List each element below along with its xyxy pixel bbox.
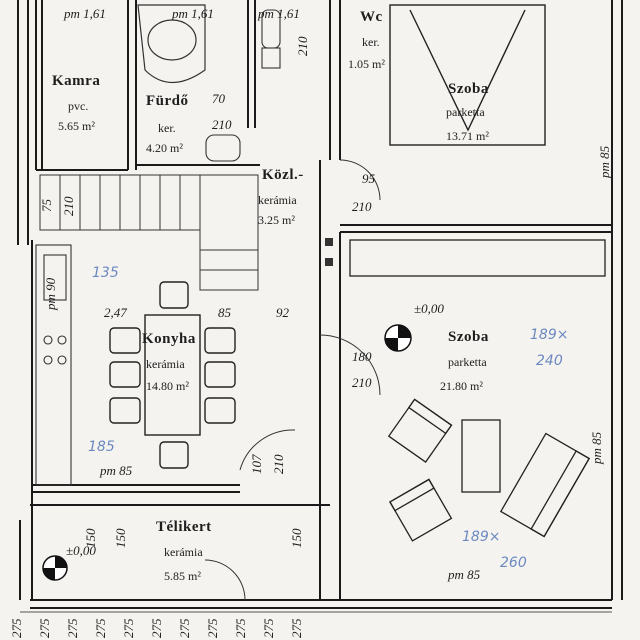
room-floor: kerámia bbox=[164, 545, 203, 559]
pm-label: pm 1,61 bbox=[258, 6, 300, 21]
pm-label: pm 1,61 bbox=[64, 6, 106, 21]
room-name-konyha: Konyha bbox=[142, 331, 196, 347]
dimension-label: 210 bbox=[61, 196, 76, 217]
vent-icon bbox=[325, 258, 333, 266]
handwritten-note: 240 bbox=[536, 353, 563, 369]
bathtub-icon bbox=[137, 4, 206, 83]
kitchen-bottom-wall bbox=[32, 484, 240, 493]
dimension-label: 75 bbox=[39, 199, 54, 212]
room-floor: kerámia bbox=[146, 357, 185, 371]
coffee-table bbox=[461, 419, 501, 493]
staircase bbox=[39, 174, 259, 291]
room-name-kamra: Kamra bbox=[52, 73, 101, 89]
room-floor: parketta bbox=[448, 355, 487, 369]
room-area: 5.65 m² bbox=[58, 119, 95, 133]
dimension-label: 210 bbox=[352, 199, 372, 214]
bottom-dimension-label: 275 bbox=[289, 618, 304, 639]
toilet-tank-icon bbox=[261, 47, 281, 69]
dimension-label: 95 bbox=[362, 171, 375, 186]
dimension-label: pm 90 bbox=[43, 277, 58, 310]
level-marker-1 bbox=[384, 324, 412, 352]
dimension-label: 107 bbox=[249, 454, 264, 475]
room-floor: ker. bbox=[158, 121, 176, 135]
dimension-label: pm 85 bbox=[589, 431, 604, 464]
bottom-dimension-label: 275 bbox=[205, 618, 220, 639]
room-floor: parketta bbox=[446, 105, 485, 119]
dimension-label: pm 85 bbox=[100, 463, 133, 478]
bottom-dimension-label: 275 bbox=[93, 618, 108, 639]
room-floor: ker. bbox=[362, 35, 380, 49]
dimension-label: 150 bbox=[289, 528, 304, 549]
room-area: 4.20 m² bbox=[146, 141, 183, 155]
room-floor: pvc. bbox=[68, 99, 89, 113]
handwritten-note: 189× bbox=[462, 529, 501, 545]
bottom-dimension-label: 275 bbox=[9, 618, 24, 639]
dimension-label: 210 bbox=[352, 375, 372, 390]
room-name-szoba: Szoba bbox=[448, 81, 489, 97]
room-area: 13.71 m² bbox=[446, 129, 489, 143]
room-area: 3.25 m² bbox=[258, 213, 295, 227]
dimension-label: 92 bbox=[276, 305, 289, 320]
bottom-dimension-label: 275 bbox=[149, 618, 164, 639]
room-name-kozl: Közl.- bbox=[262, 167, 304, 183]
handwritten-note: 260 bbox=[500, 555, 527, 571]
dimension-label: 210 bbox=[271, 454, 286, 475]
kitchen-counter bbox=[35, 244, 72, 486]
dimension-label: 85 bbox=[218, 305, 231, 320]
room1-bottom-wall bbox=[340, 224, 612, 233]
dimension-label: 2,47 bbox=[104, 305, 127, 320]
bed-icon bbox=[389, 4, 546, 146]
room-name-wc: Wc bbox=[360, 9, 383, 25]
bottom-dimension-label: 275 bbox=[121, 618, 136, 639]
bottom-dimension-label: 275 bbox=[65, 618, 80, 639]
bottom-dimension-label: 275 bbox=[261, 618, 276, 639]
bottom-outer-wall bbox=[30, 599, 612, 609]
room-floor: kerámia bbox=[258, 193, 297, 207]
room-area: 21.80 m² bbox=[440, 379, 483, 393]
dimension-label: 180 bbox=[352, 349, 372, 364]
dimension-label: pm 85 bbox=[597, 145, 612, 178]
room-name-szoba: Szoba bbox=[448, 329, 489, 345]
bottom-dimension-label: 275 bbox=[177, 618, 192, 639]
corridor-walls bbox=[319, 0, 341, 310]
kamra-walls bbox=[35, 0, 137, 170]
dining-table bbox=[109, 281, 236, 469]
left-lower-wall bbox=[19, 240, 33, 600]
handwritten-note: 135 bbox=[92, 265, 119, 281]
sink-icon bbox=[205, 134, 241, 162]
pm-label: pm 1,61 bbox=[172, 6, 214, 21]
kitchen-sink-icon bbox=[43, 254, 67, 301]
vent-icon bbox=[325, 238, 333, 246]
level-label: ±0,00 bbox=[414, 301, 444, 316]
dimension-label: pm 85 bbox=[448, 567, 481, 582]
dimension-label: 210 bbox=[295, 36, 310, 57]
left-outer-wall bbox=[17, 0, 29, 245]
room-name-telikert: Télikert bbox=[156, 519, 212, 535]
bottom-dimension-label: 275 bbox=[233, 618, 248, 639]
room-area: 14.80 m² bbox=[146, 379, 189, 393]
living-furniture bbox=[349, 239, 606, 542]
handwritten-note: 185 bbox=[88, 439, 115, 455]
dimension-label: 150 bbox=[113, 528, 128, 549]
handwritten-note: 189× bbox=[530, 327, 569, 343]
level-marker-2 bbox=[42, 555, 68, 581]
room-name-furdo: Fürdő bbox=[146, 93, 189, 109]
room-area: 1.05 m² bbox=[348, 57, 385, 71]
bath-walls bbox=[136, 0, 260, 166]
bottom-dimension-label: 275 bbox=[37, 618, 52, 639]
dimension-label: 210 bbox=[212, 117, 232, 132]
dimension-label: 70 bbox=[212, 91, 225, 106]
room-area: 5.85 m² bbox=[164, 569, 201, 583]
wall-unit bbox=[349, 239, 606, 277]
level-label: ±0,00 bbox=[66, 543, 96, 558]
door-swings bbox=[204, 159, 381, 601]
right-outer-wall bbox=[611, 0, 623, 600]
